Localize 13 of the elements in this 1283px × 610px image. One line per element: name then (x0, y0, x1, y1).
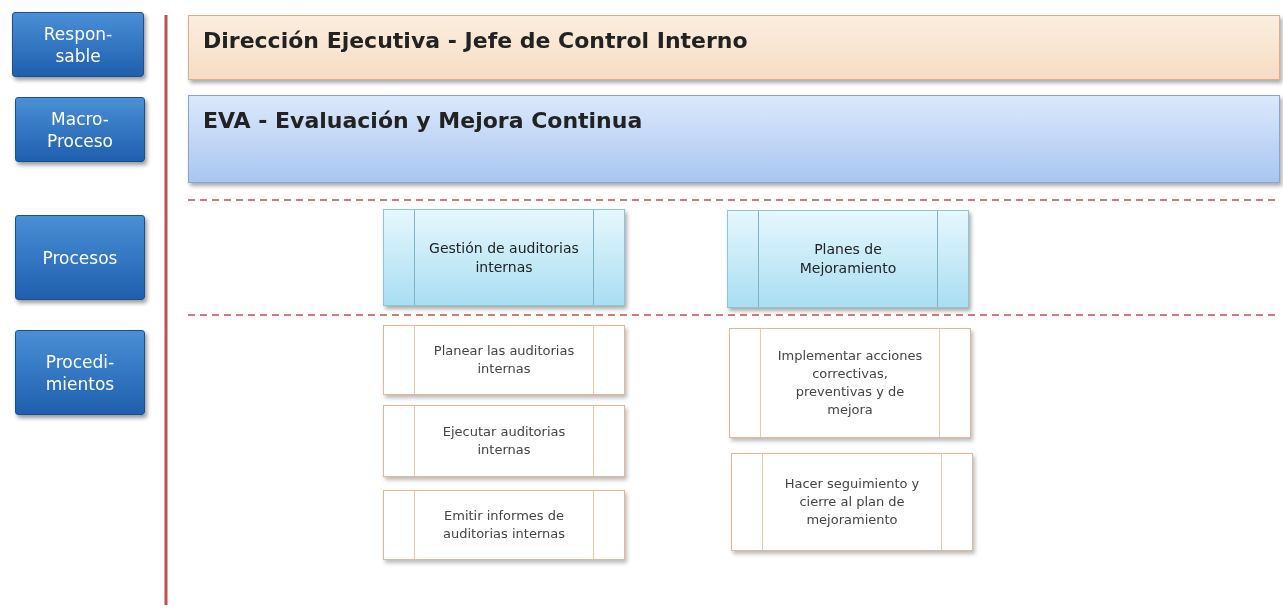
procedure-box: Emitir informes de auditorias internas (383, 490, 625, 560)
row-label-box: Procedi- mientos (15, 330, 145, 415)
responsible-banner: Dirección Ejecutiva - Jefe de Control Interno (188, 15, 1280, 80)
procedure-box: Hacer seguimiento y cierre al plan de mejoramiento (731, 453, 973, 551)
procedure-box: Implementar acciones correctivas, preventivas y de mejora (729, 328, 971, 438)
macro-process-banner: EVA - Evaluación y Mejora Continua (188, 95, 1280, 183)
procedure-box: Ejecutar auditorias internas (383, 405, 625, 477)
row-label-box: Respon- sable (12, 12, 144, 77)
row-label-box: Procesos (15, 215, 145, 300)
process-box: Planes de Mejoramiento (727, 210, 969, 308)
process-box: Gestión de auditorias internas (383, 209, 625, 306)
procedure-box: Planear las auditorias internas (383, 325, 625, 395)
row-label-box: Macro- Proceso (15, 97, 145, 162)
